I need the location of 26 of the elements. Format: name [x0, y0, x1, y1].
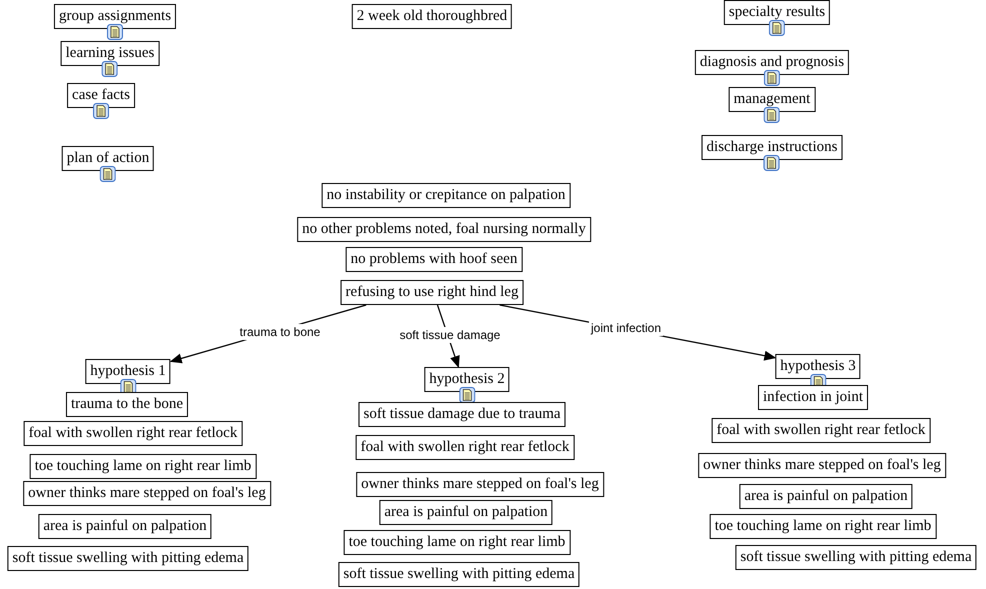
concept-box: owner thinks mare stepped on foal's leg	[356, 472, 604, 497]
concept-box: toe touching lame on right rear limb	[710, 514, 936, 539]
concept-box: foal with swollen right rear fetlock	[712, 418, 930, 443]
concept-box: refusing to use right hind leg	[340, 280, 524, 305]
concept-box: area is painful on palpation	[739, 484, 913, 509]
edge-label: soft tissue damage	[398, 327, 502, 343]
concept-box: area is painful on palpation	[38, 514, 212, 539]
concept-box: owner thinks mare stepped on foal's leg	[23, 481, 271, 506]
concept-box: foal with swollen right rear fetlock	[356, 435, 574, 460]
concept-box: foal with swollen right rear fetlock	[24, 421, 242, 446]
concept-box: soft tissue swelling with pitting edema	[735, 545, 977, 570]
concept-box: soft tissue swelling with pitting edema	[7, 546, 249, 571]
concept-box: no instability or crepitance on palpation	[322, 183, 570, 208]
concept-box: trauma to the bone	[66, 392, 188, 417]
concept-box: 2 week old thoroughbred	[352, 4, 512, 29]
concept-box: toe touching lame on right rear limb	[344, 530, 570, 555]
edge-label: trauma to bone	[238, 324, 322, 340]
concept-box: area is painful on palpation	[379, 500, 553, 525]
concept-box: toe touching lame on right rear limb	[30, 454, 256, 479]
concept-box: infection in joint	[758, 385, 868, 410]
concept-box: soft tissue swelling with pitting edema	[338, 562, 580, 587]
concept-box: owner thinks mare stepped on foal's leg	[698, 453, 946, 478]
concept-box: no other problems noted, foal nursing normally	[297, 217, 591, 242]
edge-label: joint infection	[588, 320, 664, 336]
concept-box: soft tissue damage due to trauma	[358, 402, 566, 427]
concept-box: no problems with hoof seen	[346, 247, 522, 272]
